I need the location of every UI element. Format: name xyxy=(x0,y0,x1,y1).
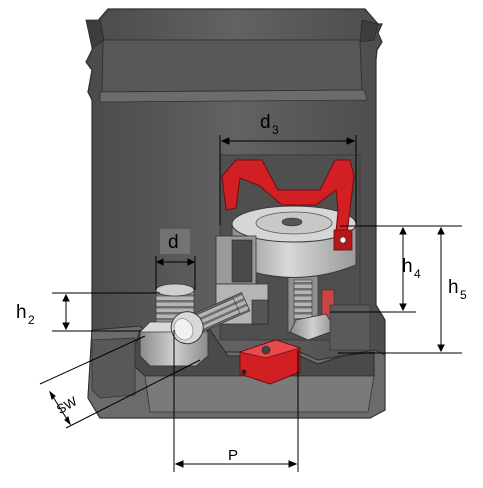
label-h5-sub: 5 xyxy=(460,288,467,302)
label-h5: h 5 xyxy=(448,277,467,302)
red-key-block xyxy=(238,339,302,385)
label-d3-sub: 3 xyxy=(272,123,279,137)
label-sw: SW xyxy=(54,393,80,417)
plunger xyxy=(170,291,251,345)
label-d3-main: d xyxy=(260,112,271,133)
label-d-main: d xyxy=(168,232,179,253)
label-h4-sub: 4 xyxy=(414,267,421,281)
label-p: P xyxy=(228,447,238,464)
label-h4: h 4 xyxy=(402,256,421,281)
label-h5-main: h xyxy=(448,277,459,298)
label-h2-main: h xyxy=(16,302,27,323)
dimension-lines xyxy=(39,135,462,472)
label-p-main: P xyxy=(228,447,238,464)
label-h2: h 2 xyxy=(16,302,35,327)
label-h4-main: h xyxy=(402,256,413,277)
red-handle xyxy=(221,159,355,251)
label-h2-sub: 2 xyxy=(28,313,35,327)
clamp-cylinder xyxy=(231,205,357,333)
label-d3: d 3 xyxy=(260,112,279,137)
label-sw-main: SW xyxy=(54,393,80,417)
label-d: d xyxy=(160,229,190,254)
